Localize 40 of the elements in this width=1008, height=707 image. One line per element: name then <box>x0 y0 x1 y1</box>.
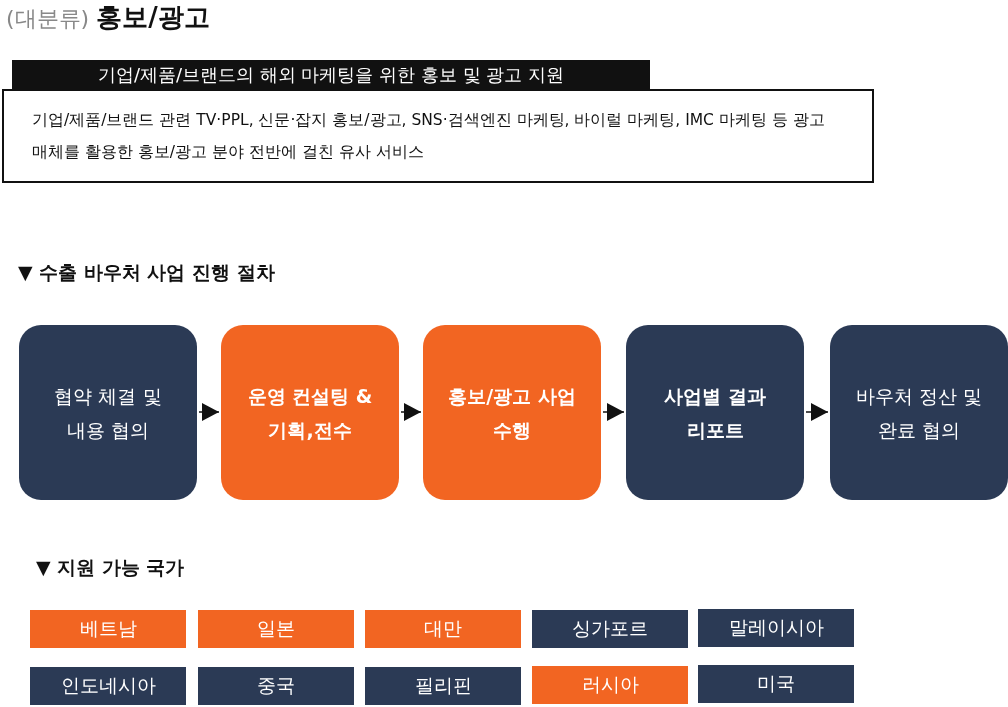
country-tag <box>698 609 854 647</box>
country-name: 대만 <box>424 616 462 641</box>
country-name: 미국 <box>757 671 795 696</box>
arrow <box>805 403 829 421</box>
description-box <box>2 89 874 183</box>
description-text: 기업/제품/브랜드 관련 TV·PPL, 신문·잡지 홍보/광고, SNS·검색엔진 마케팅, 바이럴 마케팅, IMC 마케팅 등 광고 매체를 활용한 홍보/광고 분야 전반에 걸친 유사 서비스 <box>32 110 826 163</box>
heading-band: 기업/제품/브랜드의 해외 마케팅을 위한 홍보 및 광고 지원 <box>12 60 650 89</box>
country-name: 싱가포르 <box>572 616 648 641</box>
country-name: 베트남 <box>79 616 137 641</box>
section-heading: ▼ 지원 가능 국가 <box>36 555 185 580</box>
country-name: 말레이시아 <box>728 615 824 640</box>
process-step-box <box>423 325 601 500</box>
process-step-box <box>19 325 197 500</box>
country-tag <box>198 667 354 705</box>
country-tag <box>30 667 186 705</box>
country-tag <box>532 666 688 704</box>
country-name: 인도네시아 <box>60 673 156 698</box>
process-step-box <box>221 325 399 500</box>
process-step-box <box>830 325 1008 500</box>
section-heading: ▼ 수출 바우처 사업 진행 절차 <box>18 260 275 285</box>
process-step-box <box>626 325 804 500</box>
step-label: 운영 컨설팅 &기획,전수 <box>246 383 374 443</box>
country-name: 필리핀 <box>414 673 472 698</box>
country-name: 중국 <box>257 673 295 698</box>
page-title: (대분류) 홍보/광고 <box>6 1 210 34</box>
country-tag <box>365 610 521 648</box>
country-name: 일본 <box>257 616 295 641</box>
step-label: 사업별 결과 리포트 <box>663 383 767 443</box>
country-tag <box>698 665 854 703</box>
arrow <box>602 403 625 421</box>
arrow <box>400 403 422 421</box>
arrow <box>198 403 220 421</box>
step-label: 바우처 정산 및 완료 협의 <box>854 383 984 443</box>
step-label: 협약 체결 및 내용 협의 <box>53 383 163 443</box>
country-tag <box>30 610 186 648</box>
country-tag <box>532 610 688 648</box>
country-tag <box>198 610 354 648</box>
country-tag <box>365 667 521 705</box>
step-label: 홍보/광고 사업 수행 <box>447 383 577 443</box>
country-name: 러시아 <box>581 672 639 697</box>
